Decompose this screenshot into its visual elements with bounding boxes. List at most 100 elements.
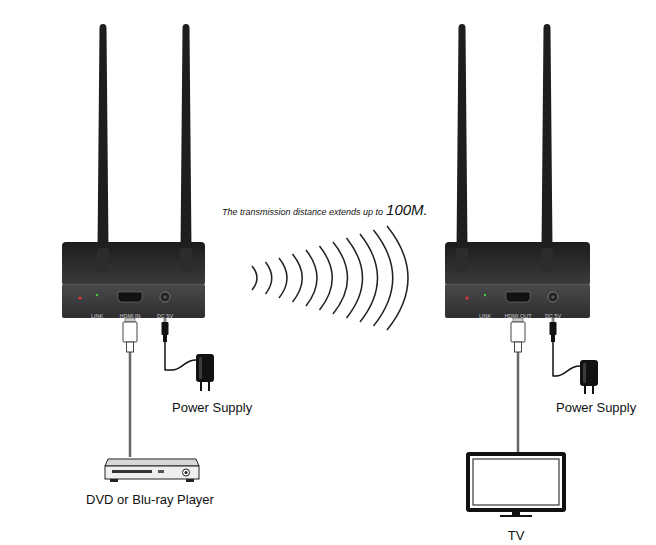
adapter-prong xyxy=(200,382,202,391)
wave-arc xyxy=(252,266,257,290)
text-slot: Power Supply xyxy=(556,398,636,416)
receiver-front-face xyxy=(445,284,590,318)
text-slot: Power Supply xyxy=(172,398,252,416)
hdmi-plug xyxy=(123,322,137,342)
dc-strain-relief xyxy=(163,335,167,342)
power-adapter xyxy=(196,354,214,382)
transmitter-box: LINK HDMI IN DC 5V xyxy=(62,284,205,318)
hdmi-port xyxy=(506,292,530,302)
hdmi-plug xyxy=(511,322,525,342)
receiver-box: LINK HDMI OUT DC 5V xyxy=(445,284,590,318)
hdmi-strain-relief xyxy=(127,342,134,352)
receiver-top xyxy=(445,242,590,286)
device-label: DVD or Blu-ray Player xyxy=(86,492,214,507)
antenna-hinge xyxy=(97,248,109,272)
dc-plug xyxy=(550,322,557,335)
port-label: DC 5V xyxy=(157,313,173,319)
player-top xyxy=(105,459,199,466)
device-label: Power Supply xyxy=(172,400,252,415)
dvd-player-icon xyxy=(105,459,199,482)
player-foot xyxy=(110,479,118,482)
text-slot: HDMI OUT xyxy=(504,304,531,322)
power-cord xyxy=(172,360,196,370)
wave-arc xyxy=(306,250,317,306)
dc-plug xyxy=(162,322,169,335)
text-slot: DC 5V xyxy=(157,304,173,322)
text-slot: DVD or Blu-ray Player xyxy=(86,490,214,508)
port-label: DC 5V xyxy=(545,313,561,319)
port-label: LINK xyxy=(479,313,491,319)
text-slot: LINK xyxy=(91,304,103,322)
port-label: HDMI OUT xyxy=(504,313,531,319)
adapter-prong xyxy=(208,382,210,391)
wave-arc xyxy=(374,230,393,326)
dc-jack xyxy=(160,292,170,302)
antenna-hinge xyxy=(456,248,468,272)
tv-frame xyxy=(468,454,564,510)
adapter-prong xyxy=(584,386,586,394)
device-label: Power Supply xyxy=(556,400,636,415)
label-row: The transmission distance extends up to1… xyxy=(222,202,428,219)
tv-icon xyxy=(468,454,564,517)
wave-arc xyxy=(387,226,408,330)
dc-strain-relief xyxy=(551,335,555,342)
wave-arc xyxy=(266,262,272,294)
player-button xyxy=(158,470,164,473)
antenna xyxy=(457,24,468,250)
wave-arc xyxy=(347,238,363,318)
antenna xyxy=(542,24,553,250)
adapter-highlight xyxy=(583,363,586,383)
hdmi-strain-relief xyxy=(515,342,522,352)
disc-slot xyxy=(112,470,152,473)
player-front xyxy=(105,466,199,479)
power-supply: Power Supply xyxy=(172,352,262,414)
adapter-prong xyxy=(592,386,594,394)
transmitter-front-face xyxy=(62,284,205,318)
distance-note: The transmission distance extends up to xyxy=(222,208,383,218)
link-led xyxy=(96,294,98,296)
player-foot xyxy=(186,479,194,482)
edge-highlight xyxy=(446,284,589,285)
antenna-hinge xyxy=(180,248,192,272)
antenna-hinge xyxy=(541,248,553,272)
power-supply: Power Supply xyxy=(556,358,646,414)
hdmi-port xyxy=(118,292,142,302)
device-label: TV xyxy=(508,528,525,543)
edge-highlight xyxy=(63,284,204,285)
port-label: HDMI IN xyxy=(119,313,140,319)
power-cord xyxy=(556,366,580,376)
distance-value: 100M. xyxy=(386,202,428,219)
media-player: DVD or Blu-ray Player xyxy=(75,457,225,509)
tv-neck xyxy=(512,512,520,515)
wave-arc xyxy=(360,234,378,322)
adapter-highlight xyxy=(199,357,202,379)
wave-arc xyxy=(293,254,303,302)
player-knob xyxy=(183,469,190,476)
text-slot: HDMI IN xyxy=(119,304,140,322)
dc-jack-pin xyxy=(551,295,555,299)
dc-jack xyxy=(548,292,558,302)
antenna xyxy=(181,24,192,250)
port-label: LINK xyxy=(91,313,103,319)
power-adapter xyxy=(580,360,598,386)
television: TV xyxy=(466,452,566,542)
tv-screen xyxy=(473,459,559,505)
player-knob-center xyxy=(185,471,188,474)
text-slot: TV xyxy=(508,526,525,544)
transmitter-top xyxy=(62,242,205,286)
antenna xyxy=(98,24,109,250)
text-slot: LINK xyxy=(479,304,491,322)
tv-base xyxy=(500,515,532,517)
wave-arc xyxy=(333,242,348,314)
wave-arc xyxy=(320,246,333,310)
power-led xyxy=(78,296,81,299)
text-slot: DC 5V xyxy=(545,304,561,322)
dc-jack-pin xyxy=(163,295,167,299)
wave-arc xyxy=(279,258,287,298)
link-led xyxy=(484,294,486,296)
